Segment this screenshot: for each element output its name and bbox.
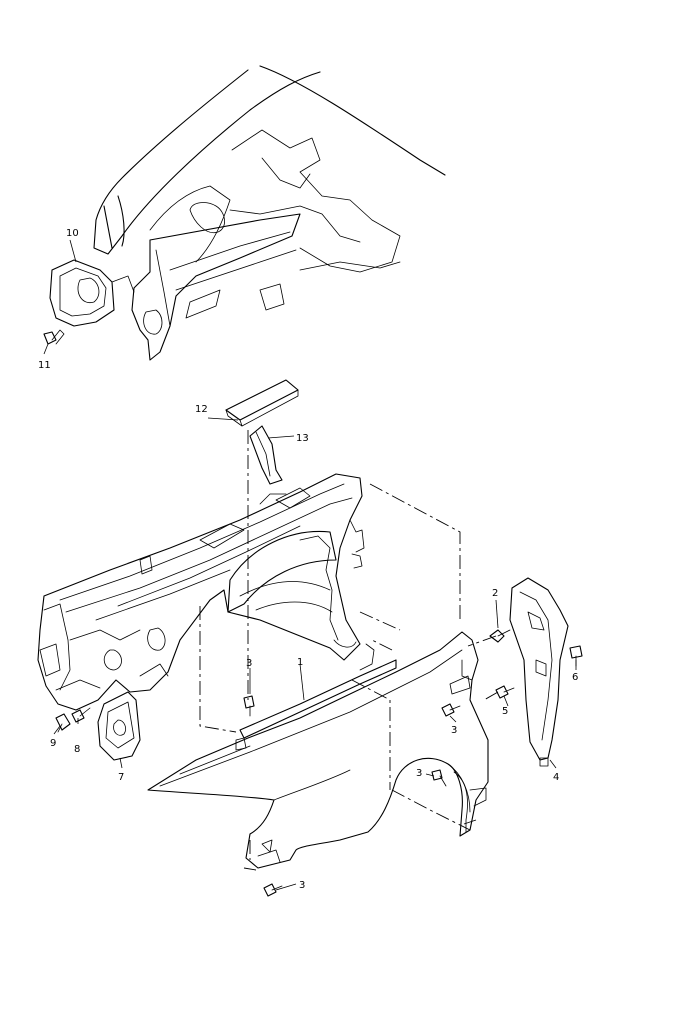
bracket-13	[249, 425, 283, 485]
callout-5: 5	[502, 706, 508, 717]
bracket-7	[97, 691, 141, 761]
callout-3-arch: 3	[416, 768, 422, 779]
callout-1: 1	[297, 657, 303, 668]
callout-11: 11	[38, 360, 51, 371]
bracket-10	[49, 259, 115, 327]
screw-5	[495, 685, 515, 699]
screw-2	[489, 629, 511, 643]
bolt-8	[71, 707, 91, 723]
callout-labels: 1 2 3 3 3 3 4 5 6 7 8 9 10 11 12 13	[38, 228, 578, 891]
callout-6: 6	[572, 672, 578, 683]
clip-9	[55, 713, 71, 733]
callout-12: 12	[195, 404, 208, 415]
callout-10: 10	[66, 228, 79, 239]
wheel-housing	[227, 530, 337, 613]
callout-9: 9	[50, 738, 56, 749]
top-frame-rail	[131, 213, 301, 361]
callout-4: 4	[553, 772, 559, 783]
callout-8: 8	[74, 744, 80, 755]
screw-3-lower	[263, 883, 283, 897]
bolt-11	[43, 329, 65, 345]
screw-3-right	[441, 703, 461, 717]
bracket-4	[509, 577, 569, 761]
callout-13: 13	[296, 433, 309, 444]
inner-frame-assembly	[37, 473, 363, 711]
hood-outline	[93, 69, 321, 255]
callout-3-lower: 3	[299, 880, 305, 891]
leader-lines	[43, 239, 577, 891]
callout-3-right: 3	[451, 725, 457, 736]
callout-2: 2	[492, 588, 498, 599]
exploded-fender-view	[37, 379, 583, 897]
fender-flange	[239, 659, 397, 739]
screw-3-arch	[431, 769, 447, 787]
callout-3-upper: 3	[246, 658, 252, 669]
alignment-lines	[199, 430, 499, 871]
top-vehicle-view	[43, 65, 446, 361]
screw-3-upper	[243, 695, 255, 717]
callout-7: 7	[118, 772, 124, 783]
seal-12	[225, 379, 299, 421]
